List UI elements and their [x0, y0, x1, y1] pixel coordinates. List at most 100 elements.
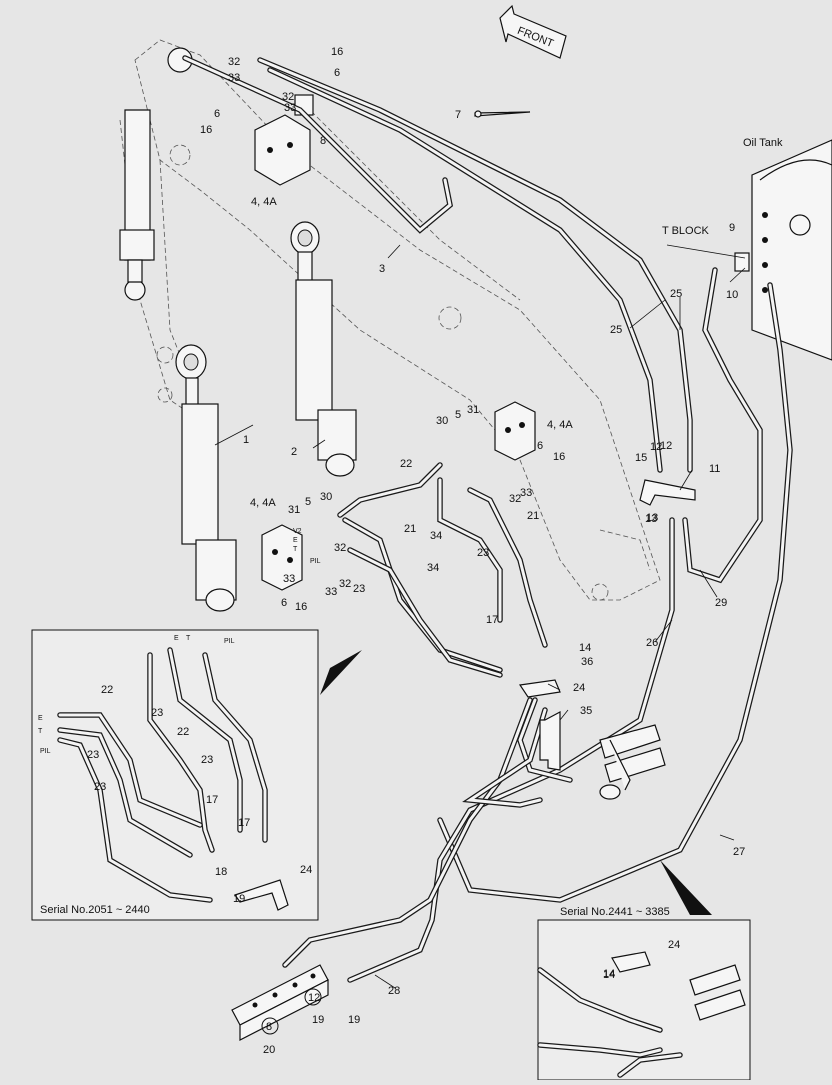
callout: 21	[404, 523, 416, 535]
callout: 12	[660, 440, 672, 452]
callout: 16	[553, 451, 565, 463]
callout: 23	[201, 754, 213, 766]
callout: 16	[331, 46, 343, 58]
callout-circled: 12	[308, 992, 320, 1004]
diagram-labels: Oil Tank T BLOCK Serial No.2051 ~ 2440 S…	[38, 46, 783, 1056]
callout: 35	[580, 705, 592, 717]
callout: 5	[305, 496, 311, 508]
callout-circled: 8	[266, 1021, 272, 1033]
bracket-11	[639, 479, 696, 506]
t-block	[734, 252, 750, 272]
callout: 14	[603, 969, 615, 981]
callout: 6	[334, 67, 340, 79]
callout: 32	[282, 91, 294, 103]
port-label: E	[38, 715, 43, 722]
callout: 12	[650, 441, 662, 453]
callout: 33	[520, 487, 532, 499]
callout: 1	[243, 434, 249, 446]
callout: 8	[320, 135, 326, 147]
callout: 23	[94, 781, 106, 793]
callout: 25	[610, 324, 622, 336]
callout: 20	[263, 1044, 275, 1056]
callout: 33	[283, 573, 295, 585]
callout: 17	[206, 794, 218, 806]
inset-left	[31, 629, 319, 921]
callout: 17	[486, 614, 498, 626]
boom-cylinder-1	[175, 344, 237, 612]
inset-right-caption: Serial No.2441 ~ 3385	[560, 906, 670, 918]
inset-right-pointer	[660, 860, 712, 915]
circled-marker-8	[261, 1017, 279, 1035]
callout: 6	[537, 440, 543, 452]
valve-block-left	[261, 524, 303, 591]
callout: 19	[348, 1014, 360, 1026]
arm-cylinder	[119, 47, 193, 301]
callout: 4, 4A	[547, 419, 573, 431]
callout: 27	[733, 846, 745, 858]
callout: 4, 4A	[251, 196, 277, 208]
callout: 32	[334, 542, 346, 554]
callout: 32	[509, 493, 521, 505]
callout: 11	[709, 463, 720, 475]
circled-marker-12	[304, 988, 322, 1006]
callout: 16	[200, 124, 212, 136]
callout: 10	[726, 289, 738, 301]
callout: 19	[312, 1014, 324, 1026]
callout: 3	[379, 263, 385, 275]
callout: 33	[228, 72, 240, 84]
front-arrow: FRONT	[499, 4, 567, 59]
callout: 17	[238, 817, 250, 829]
callout: 26	[646, 637, 658, 649]
callout: 32	[228, 56, 240, 68]
oil-tank	[751, 139, 832, 361]
callout: 30	[436, 415, 448, 427]
port-label: PIL	[224, 638, 235, 645]
callout: 31	[467, 404, 479, 416]
callout: 23	[353, 583, 365, 595]
callout: 6	[281, 597, 287, 609]
inset-left-pointer	[320, 650, 362, 695]
callout: 16	[295, 601, 307, 613]
callout: 24	[300, 864, 312, 876]
callout: 5	[455, 409, 461, 421]
port-label: T	[186, 635, 191, 642]
callout: 7	[455, 109, 461, 121]
callout: 4, 4A	[250, 497, 276, 509]
callout: 22	[101, 684, 113, 696]
oil-tank-label: Oil Tank	[743, 137, 783, 149]
port-label: T	[293, 546, 298, 553]
callout: 25	[670, 288, 682, 300]
callout: 14	[579, 642, 591, 654]
callout: 23	[87, 749, 99, 761]
inset-right	[537, 919, 751, 1081]
callout: 24	[573, 682, 585, 694]
port-label: PIL	[310, 558, 321, 565]
bracket-35	[539, 711, 561, 771]
callout: 15	[635, 452, 647, 464]
callout: 34	[427, 562, 439, 574]
pilot-valve-spools	[599, 724, 666, 800]
callout: 33	[284, 102, 296, 114]
callout: 30	[320, 491, 332, 503]
callout: 28	[388, 985, 400, 997]
boom-cylinder-2	[290, 221, 357, 477]
callout: 33	[325, 586, 337, 598]
callout: 36	[581, 656, 593, 668]
callout: 21	[527, 510, 539, 522]
callout: 29	[715, 597, 727, 609]
callout: 19	[233, 893, 245, 905]
t-block-label: T BLOCK	[662, 225, 710, 237]
callout: 6	[214, 108, 220, 120]
callout: 31	[288, 504, 300, 516]
callout: 24	[668, 939, 680, 951]
port-label: T	[38, 728, 43, 735]
callout: 18	[215, 866, 227, 878]
hose-routes	[182, 55, 793, 983]
callout: 2	[291, 446, 297, 458]
cable-tie-7	[474, 110, 531, 118]
callout: 23	[151, 707, 163, 719]
valve-block-right	[494, 401, 536, 461]
valve-block-top	[254, 94, 314, 186]
callout: 14	[603, 968, 615, 980]
